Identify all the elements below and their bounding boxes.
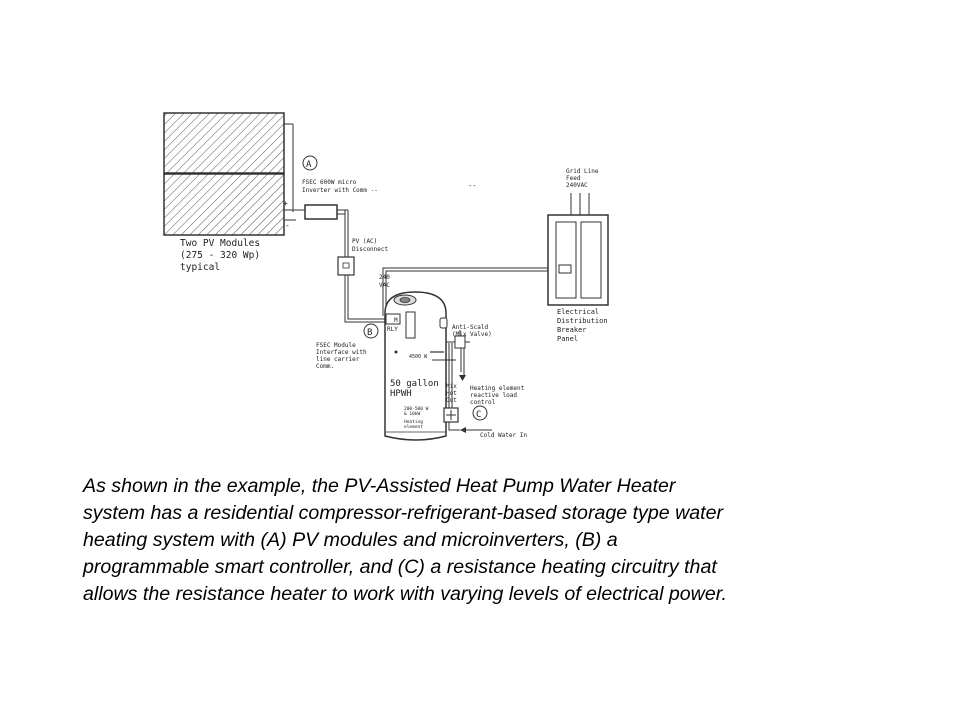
pv-plus-sign: + [283,199,288,208]
caption-line: As shown in the example, the PV-Assisted… [83,475,676,497]
mix-hot-out-arrow [459,375,466,381]
load-control-box [443,407,459,423]
piping [446,341,492,431]
caption-line: system has a residential compressor-refr… [83,502,723,524]
caption-line: heating system with (A) PV modules and m… [83,529,618,551]
rly-label: RLY [387,326,398,333]
grid-feed-label: Grid Line Feed 240VAC [566,168,602,189]
stray-mark: -- [468,182,476,190]
disconnect-label: PV (AC) Disconnect [352,238,389,253]
pv-modules-label: Two PV Modules (275 - 320 Wp) typical [180,238,266,273]
marker-a: A [302,155,318,171]
mix-hot-out-label: Mix Hot Out [446,383,460,404]
cold-water-arrow [460,427,466,433]
marker-c: C [472,405,488,421]
small-element-label: 200-500 W & 10kW Heating element [404,406,431,430]
tank-label: 50 gallon HPWH [390,379,444,399]
marker-b: B [363,323,379,339]
antiscald-label: Anti-Scald (Mix Valve) [452,324,492,338]
ac-wiring [344,210,386,323]
inverter-label: FSEC 600W micro Inverter with Comm -- [302,179,378,194]
marker-c-label: C [476,410,481,420]
marker-b-label: B [367,328,372,338]
caption: As shown in the example, the PV-Assisted… [83,473,883,608]
240vac-line [382,267,556,316]
pv-ac-disconnect [337,256,355,276]
caption-line: allows the resistance heater to work wit… [83,583,727,605]
mix-valve [454,330,466,349]
marker-a-label: A [306,160,312,170]
caption-line: programmable smart controller, and (C) a… [83,556,717,578]
element-4500-label: 4500 W [409,354,428,360]
load-control-label: Heating element reactive load control [470,385,528,406]
pv-minus-sign: - [285,221,290,230]
microinverter [304,204,348,220]
breaker-panel-label: Electrical Distribution Breaker Panel [557,308,612,343]
m-label: M [394,317,398,324]
module-interface-label: FSEC Module Interface with line carrier … [316,342,370,370]
water-heater-tank [384,291,456,441]
pv-modules [163,112,305,236]
pv-hpwh-system-diagram: + - Two PV Modules (275 - 320 Wp) typica… [163,112,612,441]
breaker-panel [547,193,609,306]
vac-label: 240 VAC [379,274,393,289]
cold-water-label: Cold Water In [480,432,527,439]
